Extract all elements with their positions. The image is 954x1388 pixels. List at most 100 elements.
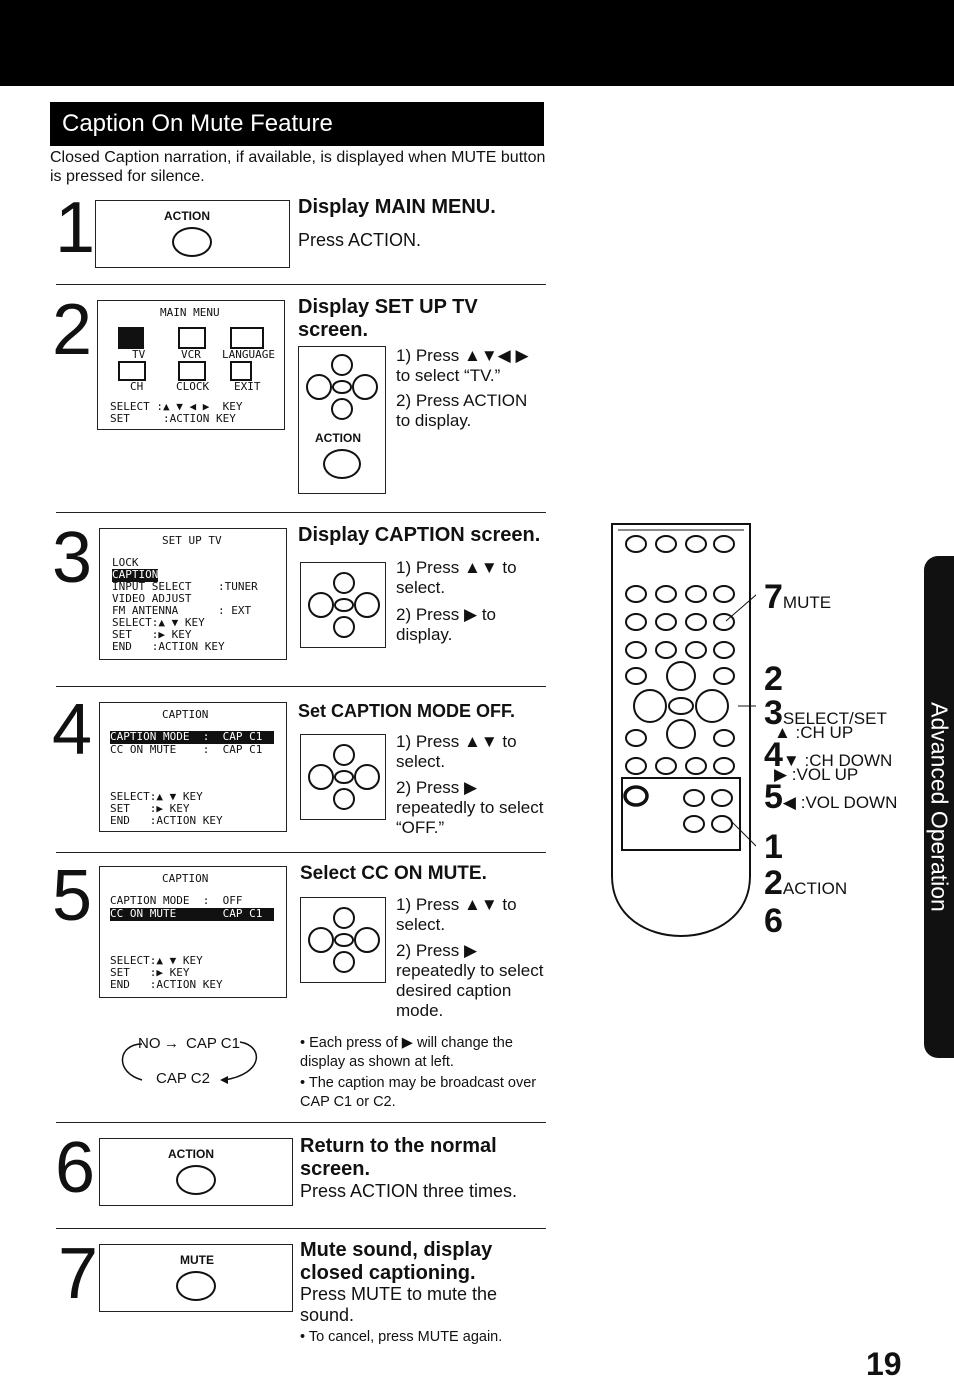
screen-line-highlight: CAPTION MODE : CAP C1 [110,730,274,744]
action-button-icon [323,449,361,479]
mute-button-icon [176,1271,216,1301]
section-title: Caption On Mute Feature [50,102,544,146]
screen-line: CC ON MUTE : CAP C1 [110,743,263,756]
screen-line: VIDEO ADJUST [112,592,192,605]
callout-label: ACTION [782,879,848,898]
callout-number: 3 [764,694,783,732]
action-button-label: ACTION [315,431,361,445]
screen-line: FM ANTENNA : EXT [112,604,252,617]
icon-label: CLOCK [176,380,210,393]
callout-1: 1 [764,828,783,867]
language-icon [230,327,264,349]
screen-line: SELECT:▲ ▼ KEY [110,954,203,967]
direction-pad-icon [308,744,380,810]
screen-line: SET :▶ KEY [110,802,190,815]
step-3-heading: Display CAPTION screen. [298,524,541,546]
note: • Each press of ▶ will change the displa… [300,1035,513,1070]
intro-text: Closed Caption narration, if available, … [50,149,546,185]
cycle-arrows-icon [121,1041,258,1084]
direction-pad-icon [306,354,378,420]
action-button-icon [176,1165,216,1195]
step-7-heading: Mute sound, display closed captioning. [300,1239,493,1284]
step-2-heading: Display SET UP TV screen. [298,296,478,341]
callout-6: 6 [764,902,783,941]
callout-number: 1 [764,828,783,866]
vcr-icon [178,327,206,349]
main-menu-screen: MAIN MENU TV VCR LANGUAGE CH CLOCK EXIT … [97,300,285,430]
callout-number: 7 [764,578,783,616]
setup-tv-screen: SET UP TV LOCK CAPTION INPUT SELECT :TUN… [99,528,287,660]
remote-control-illustration [611,523,756,937]
icon-label: TV [132,348,146,361]
step-3-item: 2) Press ▶ to display. [396,605,496,644]
screen-title: MAIN MENU [160,306,220,319]
cycle-cap-c1: CAP C1 [186,1035,240,1052]
step-divider [56,512,546,513]
step-3-number: 3 [52,518,93,598]
screen-title: CAPTION [162,872,209,885]
callout-action: 2ACTION [764,864,847,903]
exit-icon [230,361,252,381]
step-6-heading: Return to the normal screen. [300,1135,497,1180]
step-4-item: 2) Press ▶ repeatedly to select “OFF.” [396,778,544,837]
side-tab-label: Advanced Operation [926,702,953,912]
screen-line: SELECT:▲ ▼ KEY [112,616,205,629]
screen-line: END :ACTION KEY [112,640,225,653]
step-4-heading: Set CAPTION MODE OFF. [298,701,516,721]
caption-screen-step-5: CAPTION CAPTION MODE : OFF CC ON MUTE CA… [99,866,287,998]
callout-label: ◀ :VOL DOWN [782,793,898,812]
callout-2: 2 [764,660,783,699]
step-2-remote-figure: ACTION [298,346,386,494]
action-button-icon [172,227,212,257]
clock-icon [178,361,206,381]
step-6-number: 6 [55,1128,96,1208]
callout-label: SELECT/SET [782,709,887,728]
callout-number: 2 [764,660,783,698]
step-5-item: 2) Press ▶ repeatedly to select desired … [396,941,544,1020]
cycle-cap-c2: CAP C2 [156,1070,210,1087]
step-7-text: Press MUTE to mute the sound. [300,1284,498,1325]
callout-select-set: 3SELECT/SET [764,694,887,733]
step-7-figure: MUTE [99,1244,293,1312]
section-side-tab: Advanced Operation [924,556,954,1058]
step-1-heading: Display MAIN MENU. [298,196,496,218]
caption-screen-step-4: CAPTION CAPTION MODE : CAP C1 CC ON MUTE… [99,702,287,832]
step-4-number: 4 [52,690,93,770]
step-6-figure: ACTION [99,1138,293,1206]
step-3-item: 1) Press ▲▼ to select. [396,558,517,597]
step-5-remote-figure [300,897,386,983]
direction-pad-icon [308,572,380,638]
callout-number: 5 [764,778,783,816]
mute-button-label: MUTE [180,1253,214,1267]
action-button-label: ACTION [168,1147,214,1161]
step-5-number: 5 [52,856,93,936]
callout-label: MUTE [782,593,832,612]
step-4-item: 1) Press ▲▼ to select. [396,732,517,771]
screen-line: INPUT SELECT :TUNER [112,580,258,593]
action-button-label: ACTION [164,209,210,223]
step-divider [56,284,546,285]
step-7-number: 7 [58,1234,99,1314]
callout-ch-down: 4▼ :CH DOWN [764,736,892,775]
screen-title: SET UP TV [162,534,222,547]
step-2-item: 1) Press ▲▼◀ ▶ to select “TV.” [396,346,529,385]
screen-line: SELECT :▲ ▼ ◀ ▶ KEY [110,400,243,413]
callout-number: 2 [764,864,783,902]
screen-title: CAPTION [162,708,209,721]
screen-line: END :ACTION KEY [110,978,223,991]
screen-line-highlight: CC ON MUTE CAP C1 [110,907,274,921]
screen-line: CAPTION MODE : OFF [110,894,243,907]
callout-label: ▼ :CH DOWN [782,751,893,770]
screen-line-highlight: CAPTION [112,568,159,582]
step-1-text: Press ACTION. [298,230,422,250]
step-divider [56,1122,546,1123]
icon-label: VCR [181,348,201,361]
antenna-icon [118,361,146,381]
step-divider [56,1228,546,1229]
caption-mode-cycle: NO → CAP C1 CAP C2 [112,1032,272,1088]
icon-label: EXIT [234,380,261,393]
page-number: 19 [866,1346,902,1382]
screen-line: SET :ACTION KEY [110,412,236,425]
step-3-remote-figure [300,562,386,648]
step-4-remote-figure [300,734,386,820]
